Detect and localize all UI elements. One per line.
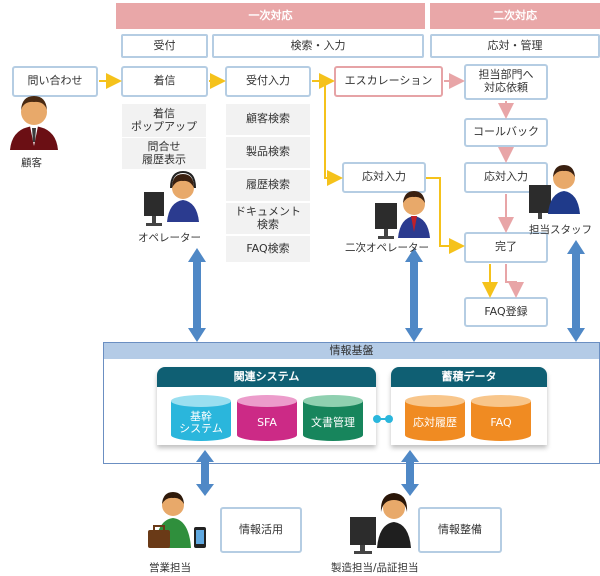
operator-person-icon [144, 170, 199, 226]
panel-connector-icon [373, 415, 393, 423]
second-operator-label: 二次オペレーター [345, 242, 429, 254]
escalation-box: エスカレーション [334, 66, 443, 97]
yellow-flow-arrows [99, 73, 498, 298]
related-systems-title: 関連システム [157, 367, 376, 387]
info-use-box: 情報活用 [220, 507, 302, 553]
info-maintain-box: 情報整備 [418, 507, 502, 553]
cylinder-response-history: 応対履歴 [405, 395, 465, 441]
history-search-feature: 履歴検索 [226, 170, 310, 201]
customer-search-feature: 顧客検索 [226, 104, 310, 135]
sales-person-icon [148, 492, 206, 548]
primary-band: 一次対応 [116, 3, 425, 29]
complete-box: 完了 [464, 232, 548, 263]
info-infrastructure-title: 情報基盤 [104, 343, 599, 359]
faq-register-box: FAQ登録 [464, 297, 548, 327]
staff-person-icon [529, 165, 580, 219]
cylinder-document-management: 文書管理 [303, 395, 363, 441]
cylinder-sfa: SFA [237, 395, 297, 441]
pink-flow-arrows [444, 73, 524, 298]
cylinder-sfa-label: SFA [257, 416, 277, 429]
callback-box: コールバック [464, 118, 548, 147]
second-operator-person-icon [375, 191, 430, 239]
document-search-feature: ドキュメント 検索 [226, 203, 310, 234]
manufacturing-person-icon [350, 493, 411, 554]
manufacturing-label: 製造担当/品証担当 [331, 562, 419, 574]
customer-label: 顧客 [21, 157, 42, 169]
history-display-feature: 問合せ 履歴表示 [122, 138, 206, 169]
operator-label: オペレーター [138, 232, 201, 244]
response-input-mid-box: 応対入力 [342, 162, 426, 193]
cylinder-document-management-label: 文書管理 [311, 416, 355, 429]
faq-search-feature: FAQ検索 [226, 236, 310, 262]
stored-data-title: 蓄積データ [391, 367, 547, 387]
secondary-band: 二次対応 [430, 3, 600, 29]
customer-person-icon [10, 96, 58, 150]
cylinder-faq-label: FAQ [490, 416, 512, 429]
reception-input-box: 受付入力 [225, 66, 311, 97]
header-reception: 受付 [121, 34, 208, 58]
cylinder-response-history-label: 応対履歴 [413, 416, 457, 429]
cylinder-core-system: 基幹 システム [171, 395, 231, 441]
header-search-input: 検索・入力 [212, 34, 424, 58]
incoming-call-box: 着信 [121, 66, 208, 97]
response-input-right-box: 応対入力 [464, 162, 548, 193]
cylinder-core-system-label: 基幹 システム [179, 410, 223, 436]
dept-request-box: 担当部門へ 対応依頼 [464, 64, 548, 100]
sales-label: 営業担当 [149, 562, 191, 574]
staff-label: 担当スタッフ [529, 224, 592, 236]
cylinder-faq: FAQ [471, 395, 531, 441]
header-response-management: 応対・管理 [430, 34, 600, 58]
product-search-feature: 製品検索 [226, 137, 310, 168]
blue-double-arrows [188, 240, 585, 496]
inquiry-box: 問い合わせ [12, 66, 98, 97]
popup-feature: 着信 ポップアップ [122, 104, 206, 137]
